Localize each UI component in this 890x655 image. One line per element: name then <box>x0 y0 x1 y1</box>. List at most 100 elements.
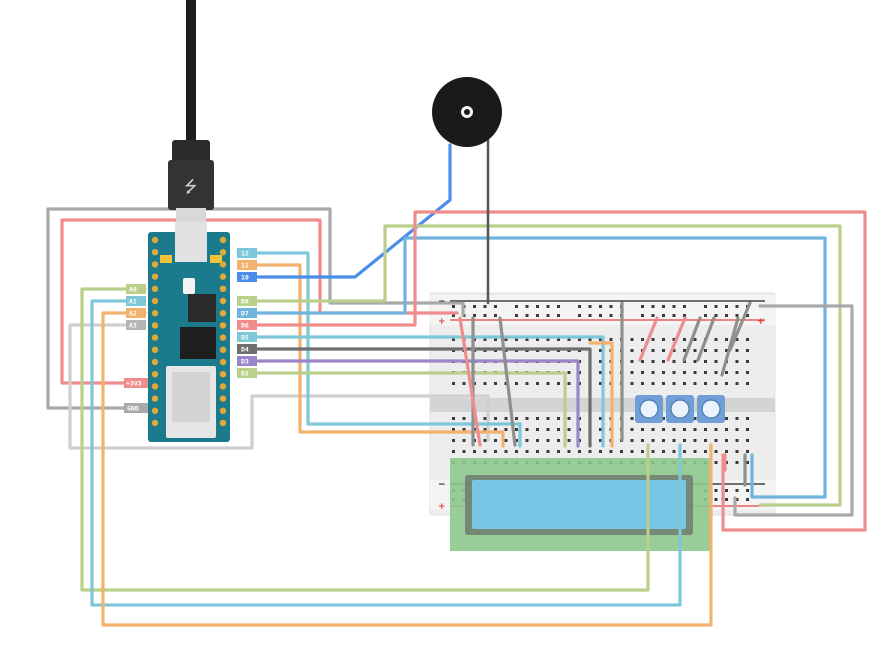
wire-gnd-rail-gray[interactable] <box>733 304 854 517</box>
wire-a3-lightgray[interactable] <box>68 323 490 450</box>
usb-icon: ⭍ <box>184 177 197 196</box>
jumper-red-1[interactable] <box>638 316 659 362</box>
breadboard-hole <box>735 450 739 453</box>
breadboard-hole <box>714 428 718 431</box>
breadboard-hole <box>662 428 665 431</box>
breadboard-hole <box>662 371 665 374</box>
wire-d6-red[interactable] <box>256 210 867 532</box>
board-pin <box>219 297 227 305</box>
wire-d8-green[interactable] <box>256 224 842 507</box>
breadboard-hole <box>704 382 707 385</box>
svg-text:GND: GND <box>127 405 139 413</box>
potentiometer-2[interactable] <box>666 395 694 423</box>
svg-text:11: 11 <box>241 262 249 270</box>
breadboard-hole <box>588 314 592 317</box>
wire-d5-teal[interactable] <box>256 335 605 448</box>
wire-pin11-orange[interactable] <box>256 263 505 448</box>
breadboard-hole <box>452 450 455 453</box>
breadboard-hole <box>462 439 466 442</box>
breadboard-hole <box>725 314 728 317</box>
breadboard-hole <box>504 382 508 385</box>
breadboard-hole <box>672 382 676 385</box>
jumper-gray-2[interactable] <box>696 316 716 362</box>
wire-d3-purple[interactable] <box>256 359 580 448</box>
breadboard-hole <box>599 417 602 420</box>
breadboard-hole <box>546 382 550 385</box>
breadboard-hole <box>672 428 676 431</box>
breadboard-hole <box>515 417 518 420</box>
jumper-red-2[interactable] <box>666 316 687 362</box>
breadboard-hole <box>536 305 539 308</box>
board-pin <box>151 236 159 244</box>
board-pin <box>151 358 159 366</box>
svg-text:D8: D8 <box>241 298 249 306</box>
jumper-red-3[interactable] <box>458 316 482 447</box>
wire-gnd-gray[interactable] <box>46 207 465 410</box>
pin-label-d5: D5 <box>237 332 257 342</box>
breadboard-hole <box>672 371 676 374</box>
breadboard-hole <box>704 314 707 317</box>
breadboard-hole <box>746 338 749 341</box>
rail-plus-label: + <box>438 317 446 327</box>
breadboard-hole <box>704 349 707 352</box>
breadboard-hole <box>662 417 665 420</box>
breadboard-hole <box>473 450 476 453</box>
breadboard-hole <box>735 461 739 464</box>
potentiometer-3[interactable] <box>697 395 725 423</box>
breadboard-hole <box>725 439 728 442</box>
breadboard-hole <box>599 450 602 453</box>
breadboard-hole <box>704 305 707 308</box>
arduino-nano-board <box>148 222 230 442</box>
wire-a0-green[interactable] <box>80 287 650 592</box>
wire-pin10-blue[interactable] <box>256 143 452 279</box>
wire-d4-darkgray[interactable] <box>256 347 592 448</box>
breadboard-hole <box>599 338 602 341</box>
breadboard-hole <box>452 428 455 431</box>
breadboard-hole <box>609 314 613 317</box>
breadboard-hole <box>494 382 497 385</box>
breadboard-hole <box>515 428 518 431</box>
breadboard-hole <box>546 417 550 420</box>
breadboard-hole <box>620 450 623 453</box>
breadboard-hole <box>693 439 697 442</box>
breadboard-hole <box>578 314 581 317</box>
breadboard-hole <box>746 439 749 442</box>
wire-a1-lightblue[interactable] <box>90 299 682 607</box>
board-pin <box>219 371 227 378</box>
potentiometer-1[interactable] <box>635 395 663 423</box>
breadboard-hole <box>662 305 665 308</box>
breadboard-hole <box>714 349 718 352</box>
jumper-gray-4[interactable] <box>728 301 752 352</box>
breadboard-hole <box>567 450 571 453</box>
breadboard-hole <box>630 439 634 442</box>
breadboard-hole <box>525 428 529 431</box>
wire-pin12-lightblue[interactable] <box>256 251 522 448</box>
breadboard-hole <box>609 450 613 453</box>
breadboard-hole <box>683 439 686 442</box>
breadboard-hole <box>735 428 739 431</box>
breadboard-hole <box>641 439 644 442</box>
wire-d2-green[interactable] <box>256 371 567 448</box>
wire-d-orange-short[interactable] <box>588 341 614 448</box>
breadboard-hole <box>672 439 676 442</box>
buzzer[interactable] <box>432 77 502 147</box>
breadboard-hole <box>714 371 718 374</box>
wire-d7-blue[interactable] <box>256 236 827 499</box>
breadboard-hole <box>630 360 634 363</box>
breadboard-hole <box>536 450 539 453</box>
breadboard-hole <box>599 360 602 363</box>
breadboard-hole <box>725 382 728 385</box>
breadboard-hole <box>704 450 707 453</box>
wire-a2-orange[interactable] <box>101 311 713 627</box>
board-pin <box>219 236 227 244</box>
jumper-gray-7[interactable] <box>498 316 517 447</box>
breadboard-hole <box>536 382 539 385</box>
breadboard-hole <box>483 439 487 442</box>
breadboard-hole <box>504 428 508 431</box>
breadboard-hole <box>588 338 592 341</box>
breadboard-hole <box>525 382 529 385</box>
breadboard-hole <box>714 338 718 341</box>
board-pin <box>219 261 227 268</box>
breadboard-hole <box>557 428 560 431</box>
jumper-gray-1[interactable] <box>682 316 702 362</box>
